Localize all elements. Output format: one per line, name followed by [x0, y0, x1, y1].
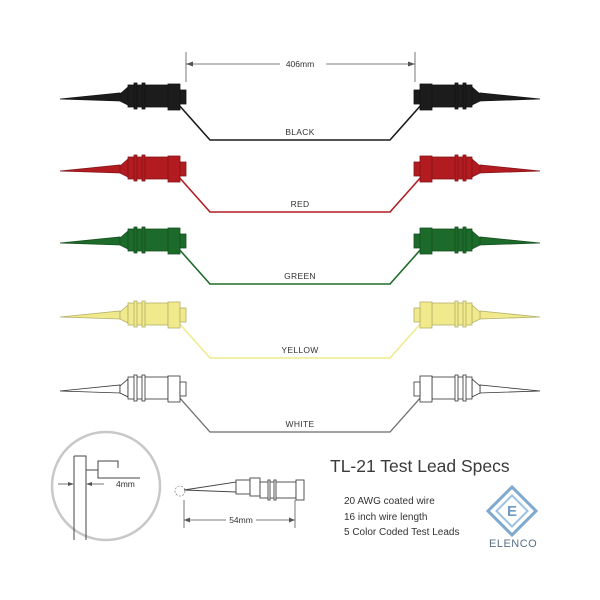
- tip-detail-inset: [50, 430, 162, 542]
- length-dimension: [185, 52, 416, 82]
- probe-left: [59, 300, 187, 329]
- lead-label: BLACK: [285, 127, 314, 137]
- lead-green: GREEN: [59, 226, 541, 285]
- spec-item: 16 inch wire length: [344, 511, 428, 523]
- brand-name: ELENCO: [489, 538, 538, 550]
- probe-length-dimension: [183, 500, 296, 528]
- svg-text:E: E: [507, 503, 517, 520]
- probe-length-label: 54mm: [229, 515, 253, 525]
- lead-white: WHITE: [59, 374, 541, 433]
- lead-red: RED: [59, 154, 541, 213]
- lead-label: GREEN: [284, 271, 316, 281]
- length-dimension-label: 406mm: [286, 59, 314, 69]
- probe-left: [59, 82, 187, 111]
- specs-list: 20 AWG coated wire 16 inch wire length 5…: [344, 494, 459, 541]
- probe-left: [59, 154, 187, 183]
- lead-yellow: YELLOW: [59, 300, 541, 359]
- probe-left: [59, 226, 187, 255]
- test-leads: BLACK RED GREEN YELLOW WHITE: [59, 82, 541, 433]
- lead-black: BLACK: [59, 82, 541, 141]
- probe-right: [413, 300, 541, 329]
- lead-label: WHITE: [286, 419, 315, 429]
- lead-label: RED: [291, 199, 310, 209]
- lead-label: YELLOW: [281, 345, 318, 355]
- probe-right: [413, 226, 541, 255]
- probe-right: [413, 374, 541, 403]
- probe-right: [413, 154, 541, 183]
- specs-title: TL-21 Test Lead Specs: [330, 456, 510, 476]
- probe-right: [413, 82, 541, 111]
- probe-left: [59, 374, 187, 403]
- elenco-logo: E: [485, 484, 539, 538]
- spec-item: 5 Color Coded Test Leads: [344, 527, 460, 538]
- detail-probe: [183, 477, 305, 501]
- spec-item: 20 AWG coated wire: [344, 496, 435, 507]
- tip-width-label: 4mm: [116, 479, 135, 489]
- tip-callout-circle: [174, 485, 186, 497]
